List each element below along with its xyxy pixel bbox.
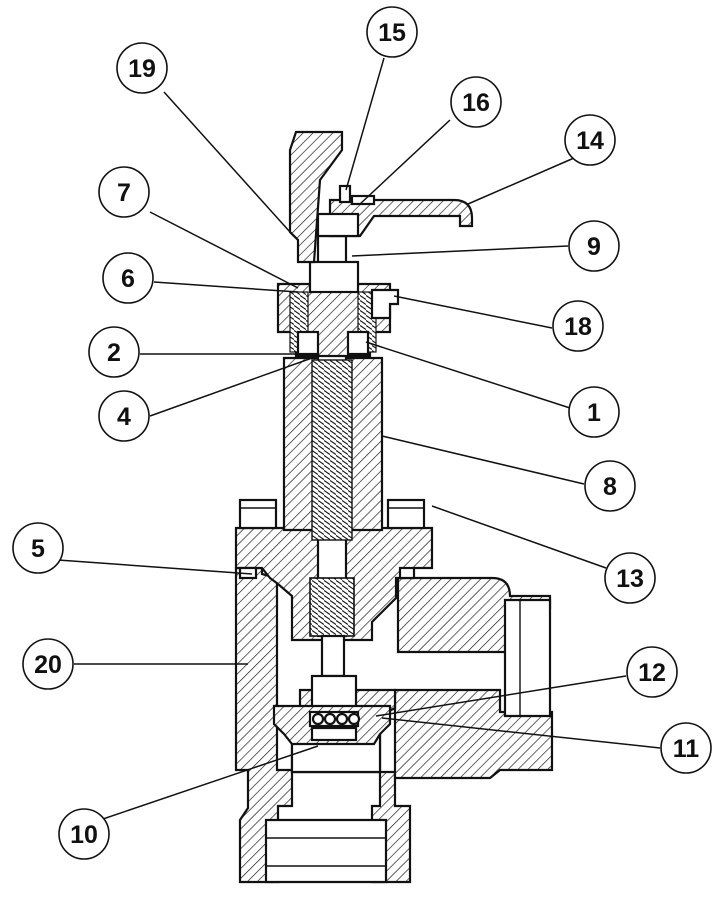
svg-text:13: 13: [616, 565, 644, 593]
svg-text:2: 2: [107, 339, 121, 367]
callout-19: 19: [116, 42, 168, 94]
callout-1: 1: [568, 386, 620, 438]
svg-text:7: 7: [117, 179, 131, 207]
svg-text:15: 15: [378, 19, 406, 47]
svg-text:6: 6: [121, 265, 135, 293]
disc-assembly: [272, 704, 392, 746]
packing-nut: [276, 260, 400, 358]
svg-text:1: 1: [587, 399, 601, 427]
svg-text:10: 10: [70, 821, 98, 849]
valve-body: [234, 566, 554, 884]
svg-text:16: 16: [462, 89, 490, 117]
svg-text:19: 19: [128, 55, 156, 83]
callout-7: 7: [98, 166, 150, 218]
callout-9: 9: [568, 220, 620, 272]
callout-18: 18: [552, 300, 604, 352]
svg-text:5: 5: [31, 535, 45, 563]
callout-8: 8: [584, 460, 636, 512]
callout-15: 15: [366, 6, 418, 58]
callout-20: 20: [22, 638, 74, 690]
handle-lever: [288, 130, 344, 264]
callout-10: 10: [58, 808, 110, 860]
callout-12: 12: [626, 646, 678, 698]
callout-4: 4: [98, 390, 150, 442]
svg-text:18: 18: [564, 313, 592, 341]
svg-text:11: 11: [673, 735, 700, 763]
callout-13: 13: [604, 552, 656, 604]
callout-2: 2: [88, 326, 140, 378]
callout-6: 6: [102, 252, 154, 304]
svg-text:14: 14: [576, 127, 604, 155]
callout-14: 14: [564, 114, 616, 166]
svg-text:12: 12: [638, 659, 666, 687]
leader-lines: [57, 57, 661, 821]
callout-16: 16: [450, 76, 502, 128]
callout-5: 5: [12, 522, 64, 574]
svg-text:20: 20: [34, 651, 62, 679]
svg-text:9: 9: [587, 233, 601, 261]
callout-11: 11: [660, 722, 712, 774]
handle-arm: [316, 184, 474, 238]
svg-text:8: 8: [603, 473, 617, 501]
svg-text:4: 4: [117, 403, 131, 431]
